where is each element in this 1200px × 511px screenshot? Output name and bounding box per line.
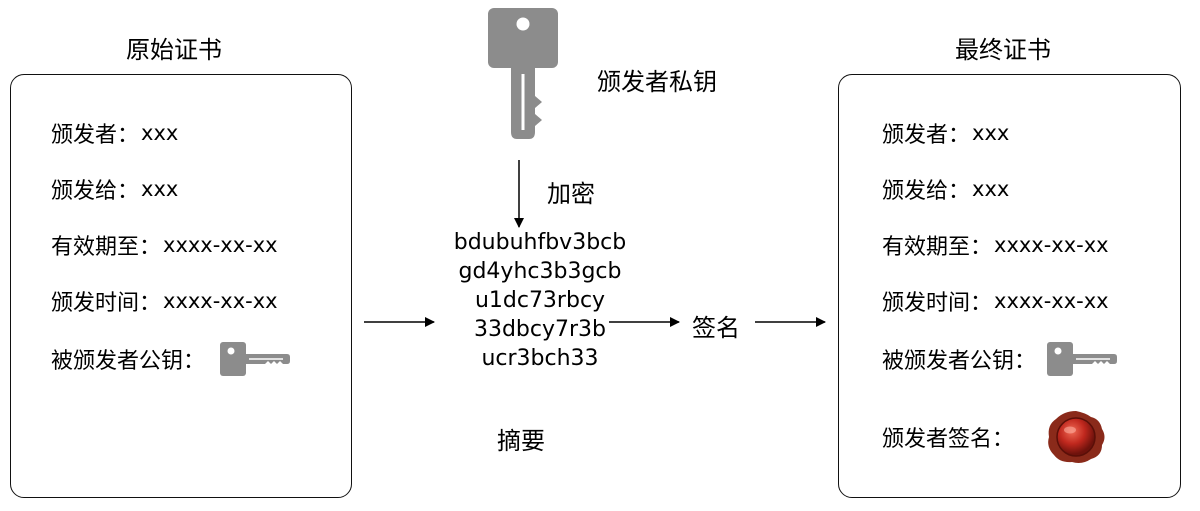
issuer-label: 颁发者：: [882, 123, 971, 148]
left-row-valid-until: 有效期至： xxxx-xx-xx: [51, 229, 278, 261]
left-row-issued-to: 颁发给： xxx: [51, 173, 178, 205]
issued-to-value: xxx: [141, 177, 179, 201]
issuer-private-key-label: 颁发者私钥: [597, 68, 717, 96]
public-key-label: 被颁发者公钥：: [882, 349, 1037, 374]
issuer-value: xxx: [141, 121, 179, 145]
final-certificate-card: 颁发者： xxx 颁发给： xxx 有效期至： xxxx-xx-xx 颁发时间：…: [838, 74, 1181, 498]
valid-until-value: xxxx-xx-xx: [994, 233, 1109, 257]
issue-time-value: xxxx-xx-xx: [994, 289, 1109, 313]
left-row-public-key: 被颁发者公钥：: [51, 341, 291, 377]
issuer-value: xxx: [972, 121, 1010, 145]
wax-seal-icon: [1048, 411, 1105, 463]
key-icon: [220, 342, 291, 376]
issued-to-label: 颁发给：: [882, 179, 971, 204]
final-certificate-title: 最终证书: [955, 36, 1051, 64]
right-row-issuer: 颁发者： xxx: [882, 117, 1009, 149]
left-row-issue-time: 颁发时间： xxxx-xx-xx: [51, 285, 278, 317]
issuer-label: 颁发者：: [51, 123, 140, 148]
issuer-signature-label: 颁发者签名：: [882, 427, 1015, 452]
digest-line: gd4yhc3b3gcb: [458, 259, 622, 284]
issue-time-value: xxxx-xx-xx: [163, 289, 278, 313]
key-icon: [488, 8, 558, 139]
public-key-label: 被颁发者公钥：: [51, 349, 206, 374]
issued-to-value: xxx: [972, 177, 1010, 201]
digest-line: 33dbcy7r3b: [473, 317, 607, 342]
digest-label: 摘要: [497, 427, 545, 455]
right-row-public-key: 被颁发者公钥：: [882, 341, 1118, 377]
valid-until-label: 有效期至：: [51, 235, 162, 260]
right-row-valid-until: 有效期至： xxxx-xx-xx: [882, 229, 1109, 261]
valid-until-value: xxxx-xx-xx: [163, 233, 278, 257]
original-certificate-title: 原始证书: [126, 36, 222, 64]
original-certificate-card: 颁发者： xxx 颁发给： xxx 有效期至： xxxx-xx-xx 颁发时间：…: [10, 74, 352, 498]
valid-until-label: 有效期至：: [882, 235, 993, 260]
left-row-issuer: 颁发者： xxx: [51, 117, 178, 149]
right-row-issue-time: 颁发时间： xxxx-xx-xx: [882, 285, 1109, 317]
issue-time-label: 颁发时间：: [882, 291, 993, 316]
right-row-issuer-signature: 颁发者签名：: [882, 409, 1108, 465]
digest-line: bdubuhfbv3bcb: [453, 230, 627, 255]
digest-line: u1dc73rbcy: [474, 288, 606, 313]
key-icon: [1047, 342, 1118, 376]
issued-to-label: 颁发给：: [51, 179, 140, 204]
encrypt-label: 加密: [547, 180, 595, 208]
right-row-issued-to: 颁发给： xxx: [882, 173, 1009, 205]
sign-label: 签名: [692, 314, 740, 342]
digest-line: ucr3bch33: [481, 346, 599, 371]
digest-text: bdubuhfbv3bcb gd4yhc3b3gcb u1dc73rbcy 33…: [420, 228, 660, 373]
issue-time-label: 颁发时间：: [51, 291, 162, 316]
